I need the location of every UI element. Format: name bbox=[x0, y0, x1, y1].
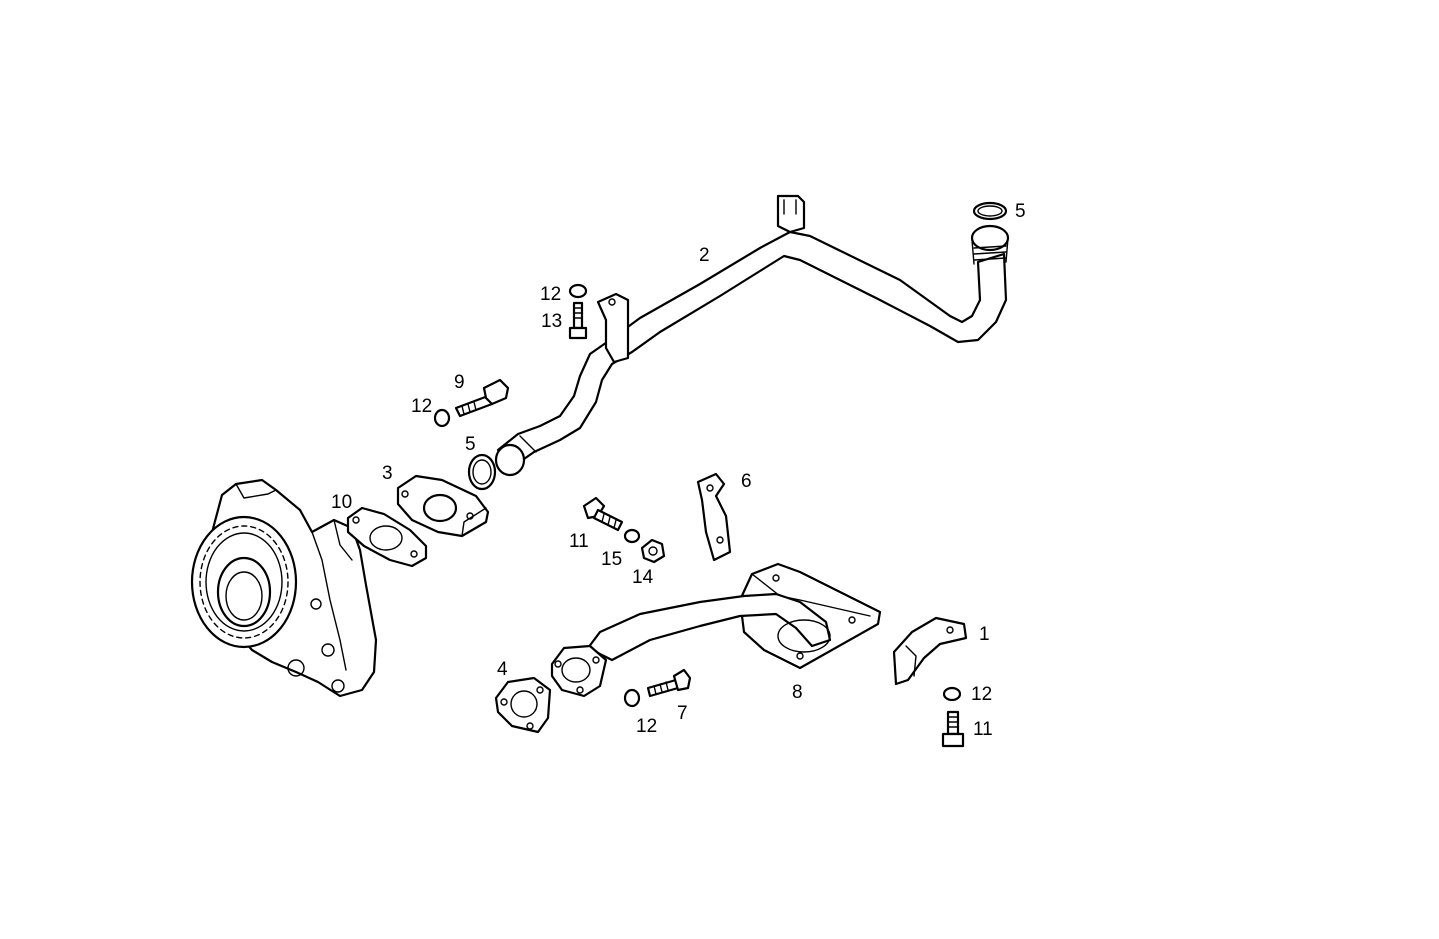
oil-pump-assembly bbox=[190, 478, 378, 698]
washer-12-bottom-mid bbox=[623, 688, 641, 708]
callout-labels: 1 2 3 4 5 5 6 7 8 9 10 11 11 12 12 12 12… bbox=[331, 201, 1026, 740]
bolt-11-bottom bbox=[941, 710, 965, 748]
callout-12-bottom-mid: 12 bbox=[636, 716, 657, 737]
callout-12-bottom-right: 12 bbox=[971, 684, 992, 705]
callout-3: 3 bbox=[382, 463, 393, 484]
suction-strainer-8 bbox=[550, 562, 882, 698]
bolt-9 bbox=[454, 378, 510, 418]
callout-5-upper: 5 bbox=[1015, 201, 1026, 222]
callout-1: 1 bbox=[979, 624, 990, 645]
callout-4: 4 bbox=[497, 659, 508, 680]
washer-12-upper-left bbox=[433, 408, 451, 428]
callout-12-left: 12 bbox=[411, 396, 432, 417]
flange-3 bbox=[396, 474, 490, 538]
callout-5-lower: 5 bbox=[465, 434, 476, 455]
nut-14 bbox=[640, 538, 666, 564]
bolt-7 bbox=[646, 668, 692, 698]
gasket-10 bbox=[346, 506, 428, 568]
callout-12-top: 12 bbox=[540, 284, 561, 305]
callout-6: 6 bbox=[741, 471, 752, 492]
callout-8: 8 bbox=[792, 682, 803, 703]
callout-14: 14 bbox=[632, 567, 654, 588]
callout-7: 7 bbox=[677, 703, 688, 724]
washer-15 bbox=[623, 528, 641, 544]
callout-11-mid: 11 bbox=[569, 531, 589, 552]
washer-12-top bbox=[568, 283, 588, 299]
bracket-1 bbox=[892, 616, 968, 686]
callout-10: 10 bbox=[331, 492, 352, 513]
gasket-4 bbox=[494, 676, 552, 734]
washer-12-bottom-right bbox=[942, 686, 962, 702]
callout-15: 15 bbox=[601, 549, 622, 570]
pump-gear bbox=[190, 515, 298, 649]
pipe-2 bbox=[494, 194, 1010, 477]
callout-2: 2 bbox=[699, 245, 710, 266]
callout-11-bottom: 11 bbox=[973, 719, 993, 740]
bolt-13 bbox=[568, 301, 588, 340]
callout-13: 13 bbox=[541, 311, 562, 332]
bracket-6 bbox=[696, 472, 732, 562]
callout-9: 9 bbox=[454, 372, 465, 393]
bolt-11-mid bbox=[582, 496, 624, 532]
